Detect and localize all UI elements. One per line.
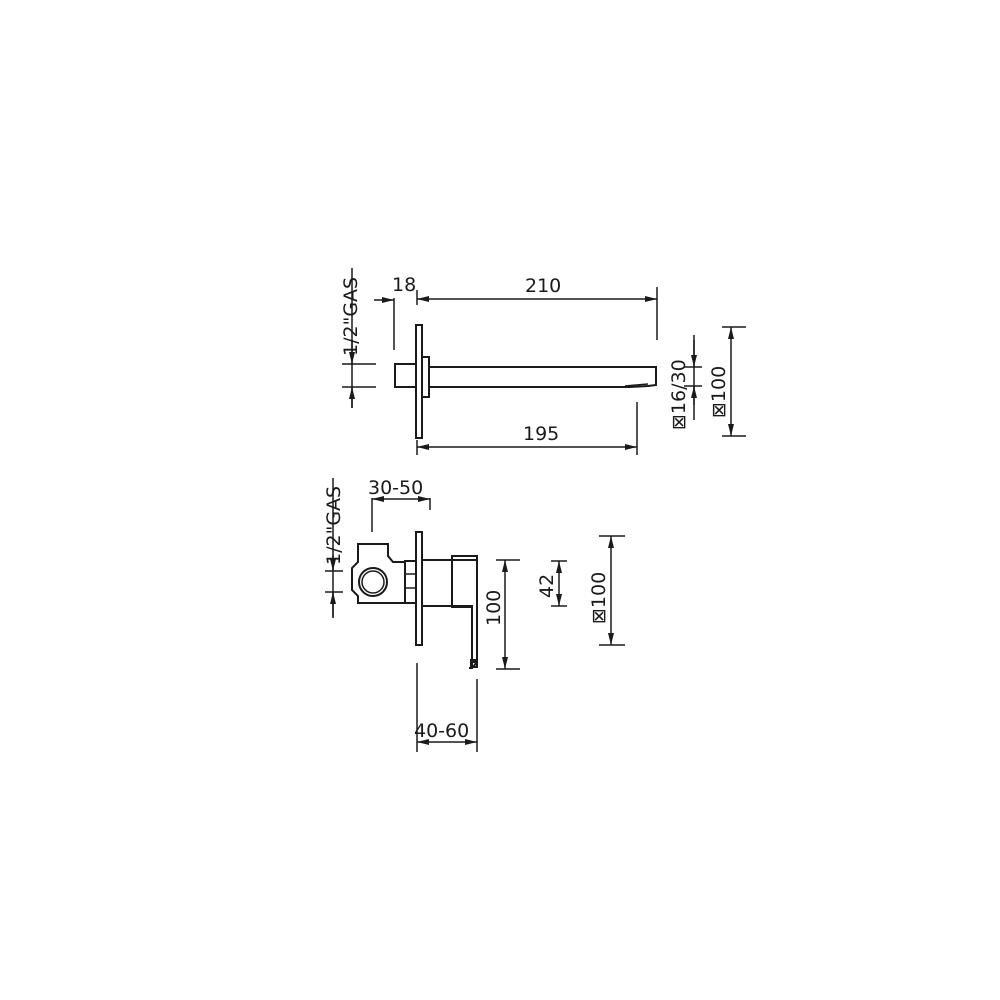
- spout-outlet-edge: [624, 383, 649, 387]
- spout-plate-label: ⊠100: [708, 366, 730, 418]
- spout-collar: [421, 356, 430, 398]
- plate-offset-label: 18: [392, 274, 416, 296]
- valve-inlet-outer: [358, 567, 388, 597]
- spout-view: 1/2"GAS 18 210 195 ⊠16/30 ⊠100: [340, 268, 746, 455]
- mixer-thread-label: 1/2"GAS: [323, 486, 345, 565]
- mixer-plate-label: ⊠100: [588, 572, 610, 624]
- valve-inlet-inner: [361, 570, 385, 594]
- spout-length-label: 195: [523, 423, 559, 445]
- handle-body: [421, 559, 453, 607]
- handle-width-label: 42: [536, 574, 558, 598]
- projection-label: 40-60: [414, 720, 469, 742]
- spout-body: [429, 366, 657, 388]
- spout-rear-stub: [394, 363, 417, 388]
- threaded-connector: [404, 560, 417, 604]
- mixer-view: 1/2"GAS 30-50 100 42 ⊠100 40-60: [323, 477, 625, 752]
- lever-height-label: 100: [483, 590, 505, 626]
- overall-length-label: 210: [525, 275, 561, 297]
- valve-body: [351, 543, 406, 604]
- spout-thread-label: 1/2"GAS: [340, 277, 362, 356]
- spout-section-label: ⊠16/30: [668, 359, 690, 430]
- lever: [452, 559, 478, 669]
- body-depth-label: 30-50: [368, 477, 423, 499]
